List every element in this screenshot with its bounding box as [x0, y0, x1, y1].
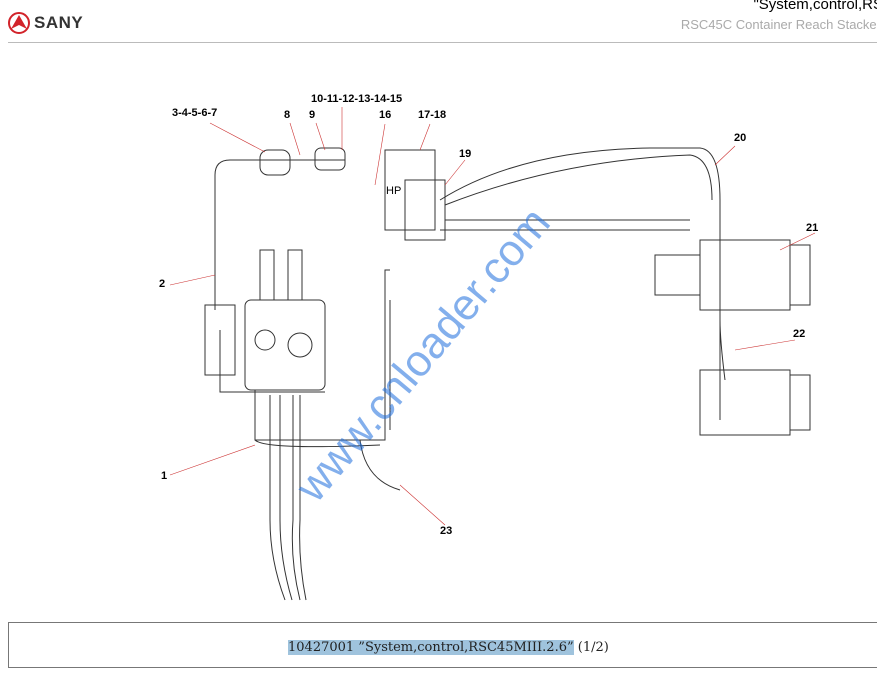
part-number-title: 10427001 ”System,control,RSC45MIII.2.6” [288, 640, 574, 655]
footer-box [8, 622, 877, 668]
page-indicator: (1/2) [577, 640, 609, 655]
brand-name: SANY [34, 13, 84, 32]
callout-22: 22 [793, 328, 806, 340]
callout-23: 23 [440, 525, 453, 537]
hydraulic-diagram [169, 107, 816, 601]
callout-19: 19 [459, 148, 472, 160]
callout-2: 2 [159, 278, 166, 290]
callout-3-7: 3-4-5-6-7 [172, 107, 218, 119]
callout-8: 8 [284, 109, 291, 121]
header-divider [8, 42, 877, 43]
document-subtitle: RSC45C Container Reach Stacker [680, 17, 877, 32]
sany-logo: SANY [8, 12, 83, 34]
callout-17-18: 17-18 [418, 109, 447, 121]
sany-logo-icon [8, 12, 30, 34]
callout-9: 9 [309, 109, 316, 121]
callout-10-15: 10-11-12-13-14-15 [311, 93, 403, 105]
callout-1: 1 [161, 470, 168, 482]
callout-16: 16 [379, 109, 392, 121]
callout-21: 21 [806, 222, 819, 234]
footer-caption: 10427001 ”System,control,RSC45MIII.2.6” … [288, 640, 609, 655]
hp-label: HP [386, 185, 402, 197]
callout-20: 20 [734, 132, 747, 144]
document-title: "System,control,RS [753, 0, 877, 13]
